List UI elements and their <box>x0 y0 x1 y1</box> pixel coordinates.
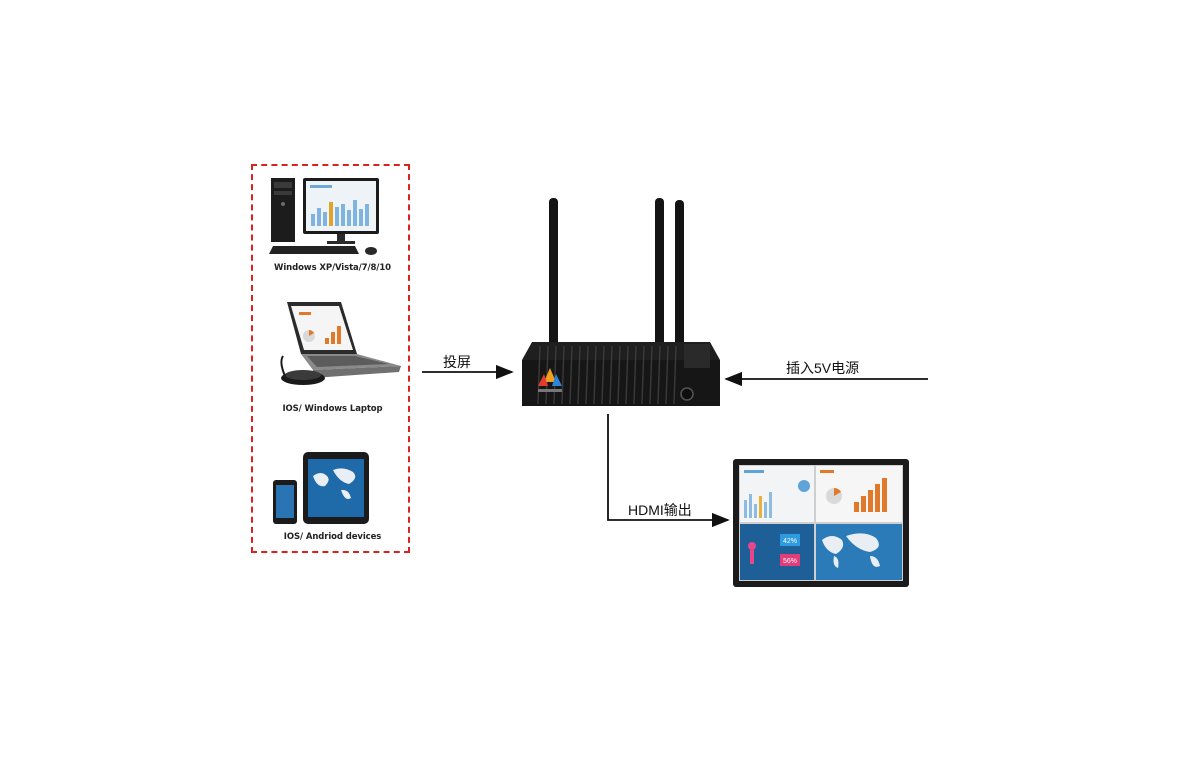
wall-display-icon: 42% 56% <box>733 459 909 587</box>
source-devices-frame: Windows XP/Vista/7/8/10 IOS/ Windows Lap… <box>251 164 410 553</box>
device-caption-mobile: IOS/ Andriod devices <box>283 532 382 542</box>
tablet-phone-icon <box>273 452 369 524</box>
display-tile-value-2: 56% <box>783 558 797 565</box>
display-tile-value-1: 42% <box>783 538 797 545</box>
cast-label: 投屏 <box>443 354 471 370</box>
hdmi-arrow <box>607 414 730 528</box>
wireless-router-icon <box>522 198 720 406</box>
device-caption-desktop: Windows XP/Vista/7/8/10 <box>274 263 391 273</box>
device-caption-laptop: IOS/ Windows Laptop <box>282 404 383 414</box>
hdmi-label: HDMI输出 <box>628 502 692 518</box>
desktop-pc-icon <box>269 178 379 255</box>
laptop-icon <box>280 302 401 385</box>
power-label: 插入5V电源 <box>786 360 860 376</box>
